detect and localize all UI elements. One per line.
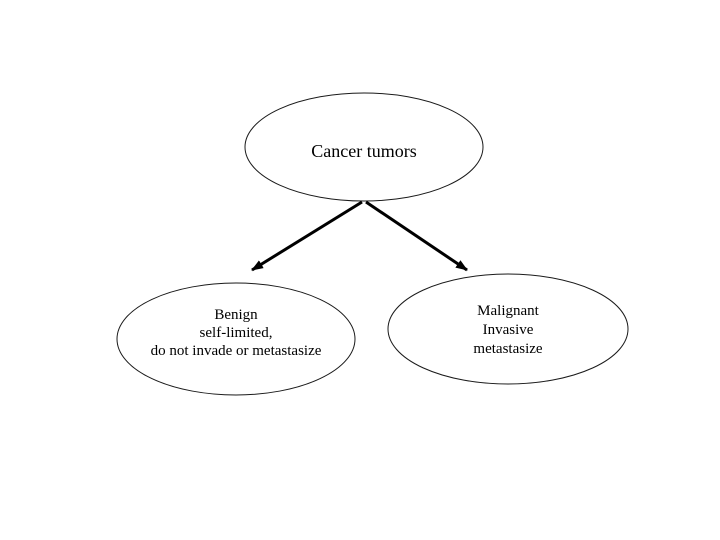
node-malignant-label: Malignant Invasive metastasize [388,302,628,359]
node-benign-line-1: Benign [214,307,258,323]
node-benign-line-3: do not invade or metastasize [150,343,322,359]
node-cancer-tumors-text: Cancer tumors [311,141,417,161]
ellipse-cancer-tumors [244,92,484,202]
node-malignant-line-2: Invasive [482,322,534,338]
node-cancer-tumors-label: Cancer tumors [245,141,483,161]
node-benign-label: Benign self-limited, do not invade or me… [117,306,355,360]
node-malignant-line-1: Malignant [477,303,539,319]
node-malignant-line-3: metastasize [473,341,543,357]
arrow-to-malignant [365,200,468,272]
ellipse-benign [116,282,356,396]
ellipse-malignant [387,273,629,385]
node-benign-line-2: self-limited, [199,325,273,341]
arrow-to-benign [251,200,363,272]
